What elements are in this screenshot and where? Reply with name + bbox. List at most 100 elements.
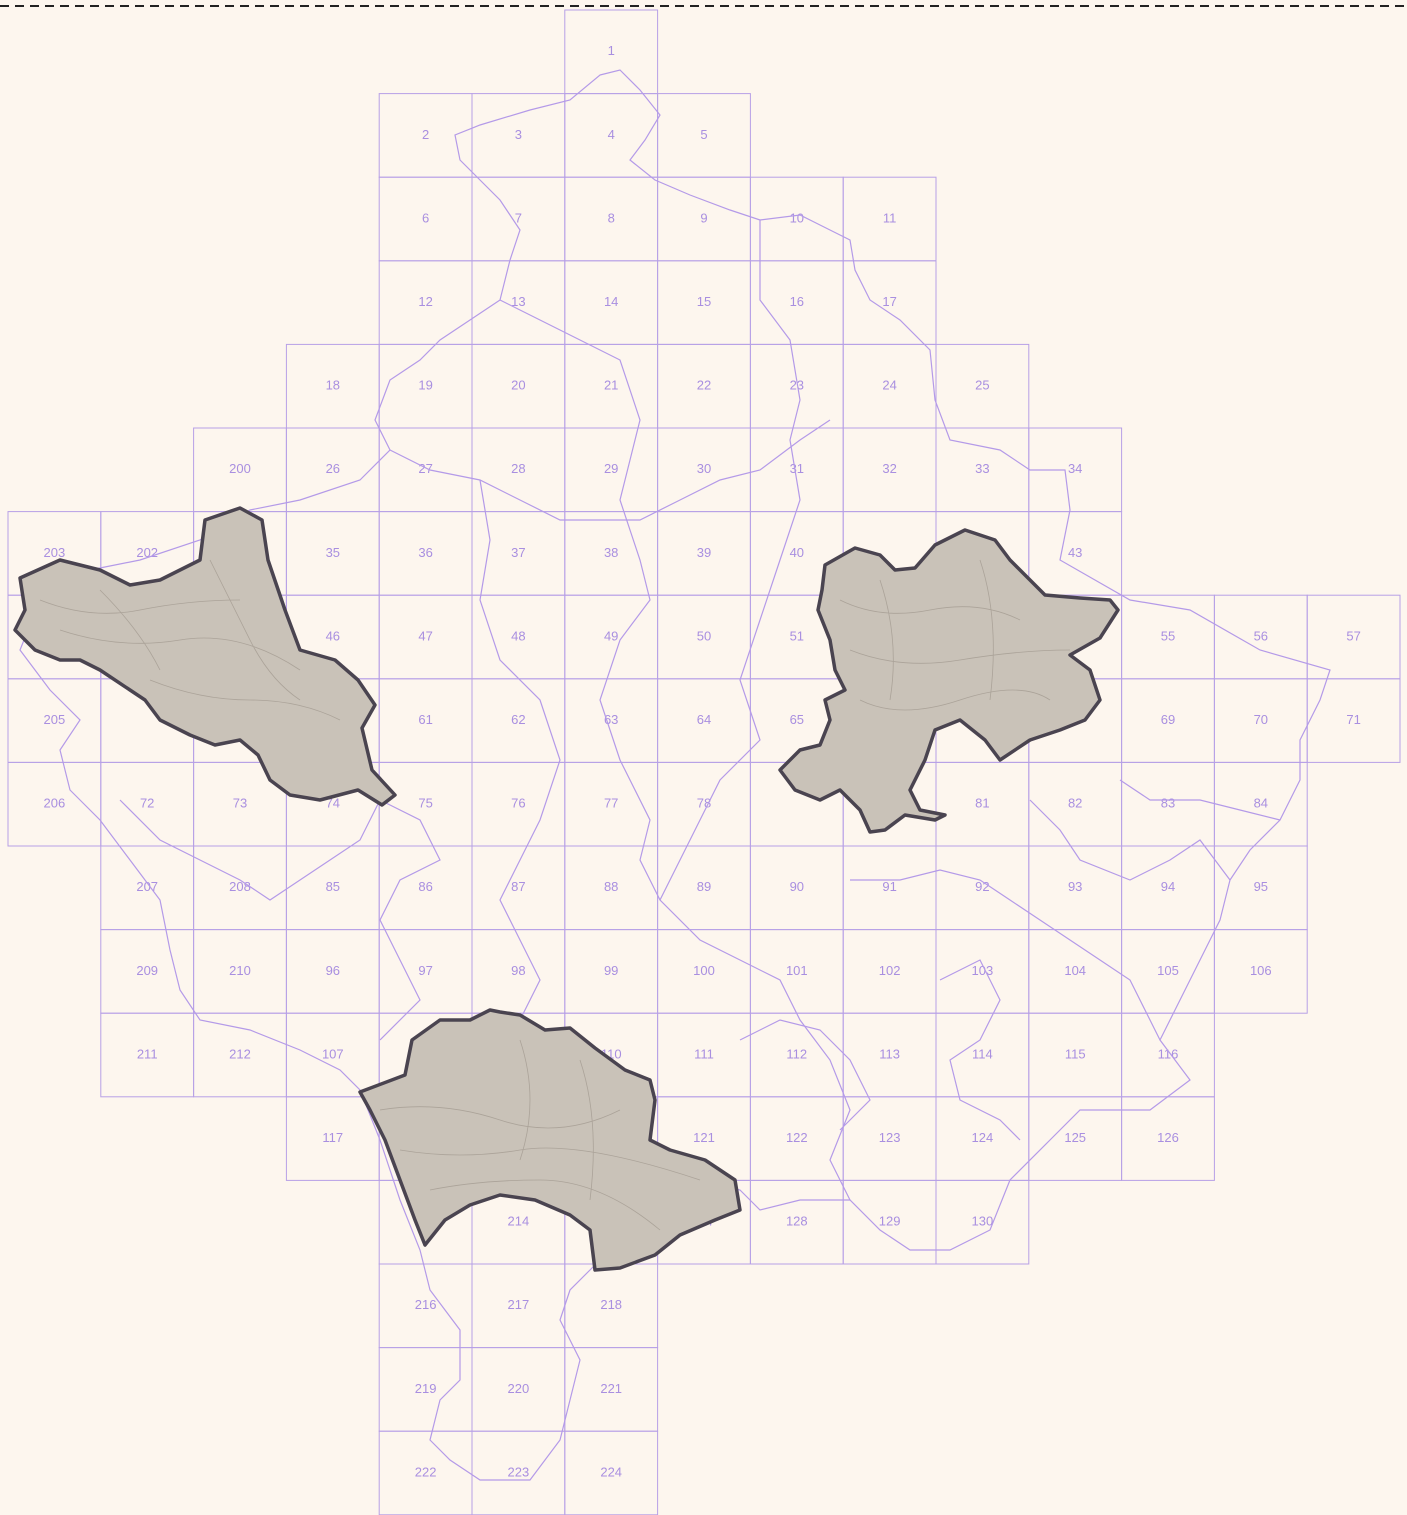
sheet-number: 29 [604,461,618,476]
sheet-number: 93 [1068,879,1082,894]
sheet-cell [1213,929,1308,1014]
map-sheet-tile: 16 [749,260,844,345]
map-sheet-tile: 93 [1028,845,1123,931]
sheet-number: 101 [786,963,808,978]
sheet-number: 113 [879,1046,900,1061]
map-sheet-tile: 208 [193,845,287,931]
highlighted-region-west [13,506,397,807]
internal-boundary [659,220,801,901]
map-sheet-tile: 14 [564,260,659,345]
map-sheet-tile: 89 [657,845,751,931]
map-sheet-tile: 101 [749,929,844,1014]
sheet-number: 99 [604,963,618,978]
internal-boundary [379,799,441,1041]
sheet-number: 86 [418,879,432,894]
highlighted-regions [13,506,1120,1272]
map-sheet-tile: 15 [657,260,751,345]
map-sheet-tile: 106 [1213,929,1308,1014]
internal-boundary [499,299,851,1201]
map-sheet-tile: 70 [1213,678,1308,763]
sheet-number: 94 [1161,879,1175,894]
sheet-number: 107 [322,1046,344,1061]
sheet-number: 88 [604,879,618,894]
map-sheet-tile: 84 [1213,761,1308,847]
sheet-number: 37 [511,545,525,560]
map-sheet-tile: 4 [564,93,659,178]
sheet-number: 103 [972,963,994,978]
map-sheet-tile: 55 [1121,594,1215,680]
sheet-number: 90 [790,879,804,894]
sheet-number: 115 [1065,1046,1086,1061]
map-sheet-tile: 219 [378,1347,473,1432]
sheet-number: 4 [608,127,615,142]
sheet-number: 64 [697,712,711,727]
map-sheet-tile: 11 [842,176,937,262]
sheet-number: 77 [604,796,618,811]
map-sheet-tile: 69 [1121,678,1215,763]
sheet-number: 39 [697,545,711,560]
sheet-number: 26 [326,461,340,476]
sheet-number: 206 [44,796,66,811]
sheet-number: 21 [604,378,618,393]
map-sheet-tile: 112 [749,1012,844,1098]
sheet-number: 40 [790,545,804,560]
sheet-number: 122 [786,1130,808,1145]
map-sheet-tile: 6 [378,176,473,262]
map-sheet-tile: 90 [749,845,844,931]
map-sheet-tile: 105 [1121,929,1215,1014]
sheet-number: 83 [1161,796,1175,811]
map-sheet-tile: 94 [1121,845,1215,931]
map-sheet-tile: 216 [378,1263,473,1349]
sheet-number: 91 [882,879,896,894]
sheet-number: 216 [415,1297,437,1312]
map-sheet-tile: 83 [1121,761,1215,847]
map-sheet-tile: 63 [564,678,659,763]
internal-boundary [119,799,381,901]
sheet-number: 81 [975,796,989,811]
sheet-number: 203 [44,545,66,560]
map-sheet-tile: 76 [471,761,566,847]
sheet-number: 27 [418,461,432,476]
map-sheet-tile: 48 [471,594,566,680]
sheet-number: 51 [790,628,804,643]
sheet-number: 15 [697,294,711,309]
map-sheet-tile: 37 [471,511,566,596]
map-sheet-tile: 25 [935,343,1030,429]
sheet-number: 49 [604,628,618,643]
region-terrain-texture [839,559,1071,711]
sheet-number: 3 [515,127,522,142]
map-sheet-tile: 71 [1306,678,1401,763]
map-sheet-tile: 122 [749,1096,844,1181]
sheet-number: 76 [511,796,525,811]
sheet-number: 114 [972,1046,993,1061]
map-sheet-tile: 111 [657,1012,751,1098]
sheet-number: 208 [229,879,251,894]
map-sheet-tile: 13 [471,260,566,345]
map-sheet-tile: 207 [100,845,195,931]
sheet-number: 28 [511,461,525,476]
map-sheet-tile: 205 [7,678,102,763]
region-terrain-texture [39,559,341,721]
map-sheet-tile: 81 [935,761,1030,847]
map-sheet-tile: 22 [657,343,751,429]
sheet-number: 95 [1254,879,1268,894]
sheet-number: 212 [229,1046,251,1061]
map-sheet-tile: 88 [564,845,659,931]
sheet-number: 214 [508,1214,530,1229]
sheet-number: 221 [600,1381,622,1396]
sheet-number: 111 [694,1046,714,1061]
sheet-number: 82 [1068,796,1082,811]
map-sheet-tile: 78 [657,761,751,847]
sheet-number: 70 [1254,712,1268,727]
map-sheet-tile: 128 [749,1179,844,1265]
sheet-cell [935,1179,1030,1265]
map-sheet-tile: 86 [378,845,473,931]
sheet-number: 9 [700,210,707,225]
sheet-number: 207 [136,879,158,894]
sheet-number: 219 [415,1381,437,1396]
map-sheet-tile: 107 [285,1012,380,1098]
sheet-number: 11 [883,210,897,225]
map-sheet-tile: 209 [100,929,195,1014]
map-sheet-tile: 64 [657,678,751,763]
map-sheet-tile: 19 [378,343,473,429]
